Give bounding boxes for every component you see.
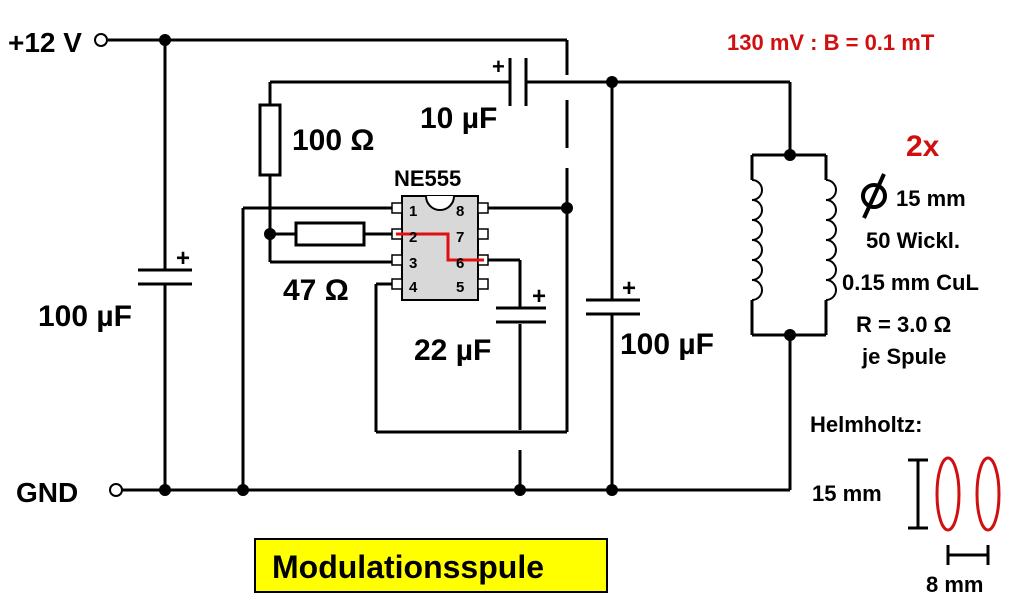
- ic-name: NE555: [394, 166, 461, 191]
- c-timing-plus: +: [532, 283, 546, 310]
- c-out-label: 100 µF: [620, 328, 714, 361]
- pin-3: 3: [409, 255, 417, 272]
- resistor-r1: [258, 103, 282, 177]
- coil-right: [825, 179, 837, 301]
- wires: [108, 38, 828, 492]
- pin-7: 7: [456, 229, 464, 246]
- ic-ne555: [391, 195, 489, 301]
- caption-text: Modulationsspule: [272, 549, 544, 585]
- coil-diameter: 15 mm: [896, 186, 966, 211]
- pin-1: 1: [409, 203, 417, 220]
- coil-resistance: R = 3.0 Ω: [856, 312, 951, 337]
- capacitor-c-out: [586, 298, 640, 316]
- helmholtz-title: Helmholtz:: [810, 412, 922, 437]
- plus12v-terminal: [94, 33, 108, 47]
- c-out-plus: +: [622, 275, 636, 302]
- coil-turns: 50 Wickl.: [866, 228, 960, 253]
- diameter-icon: [861, 173, 887, 219]
- c-couple-label: 10 µF: [420, 102, 497, 135]
- caption-box: [254, 538, 608, 593]
- coil-wire: 0.15 mm CuL: [842, 270, 979, 295]
- c-in-plus: +: [176, 245, 190, 272]
- resistor-r2: [294, 221, 366, 247]
- capacitor-c-in: [138, 268, 192, 286]
- plus12v-label: +12 V: [8, 27, 82, 58]
- field-note: 130 mV : B = 0.1 mT: [727, 30, 935, 55]
- coil-left: [751, 179, 763, 301]
- pin-5: 5: [456, 279, 464, 296]
- gnd-label: GND: [16, 477, 78, 508]
- gnd-terminal: [109, 483, 123, 497]
- c-in-label: 100 µF: [38, 300, 132, 333]
- junction-dots: [159, 34, 796, 496]
- pin-2: 2: [409, 229, 417, 246]
- coil-count: 2x: [906, 130, 940, 163]
- c-timing-label: 22 µF: [414, 334, 491, 367]
- capacitor-c-timing: [496, 306, 546, 324]
- pin-4: 4: [409, 279, 418, 296]
- helmholtz-spacing: 8 mm: [926, 572, 983, 597]
- helmholtz-sketch: [908, 456, 1001, 565]
- r2-label: 47 Ω: [283, 274, 349, 307]
- pin-6: 6: [456, 255, 464, 272]
- r1-label: 100 Ω: [292, 124, 374, 157]
- c-couple-plus: +: [492, 54, 505, 79]
- coil-per-coil: je Spule: [861, 344, 946, 369]
- helmholtz-height: 15 mm: [812, 481, 882, 506]
- capacitor-c-couple: [508, 58, 528, 106]
- pin-8: 8: [456, 203, 464, 220]
